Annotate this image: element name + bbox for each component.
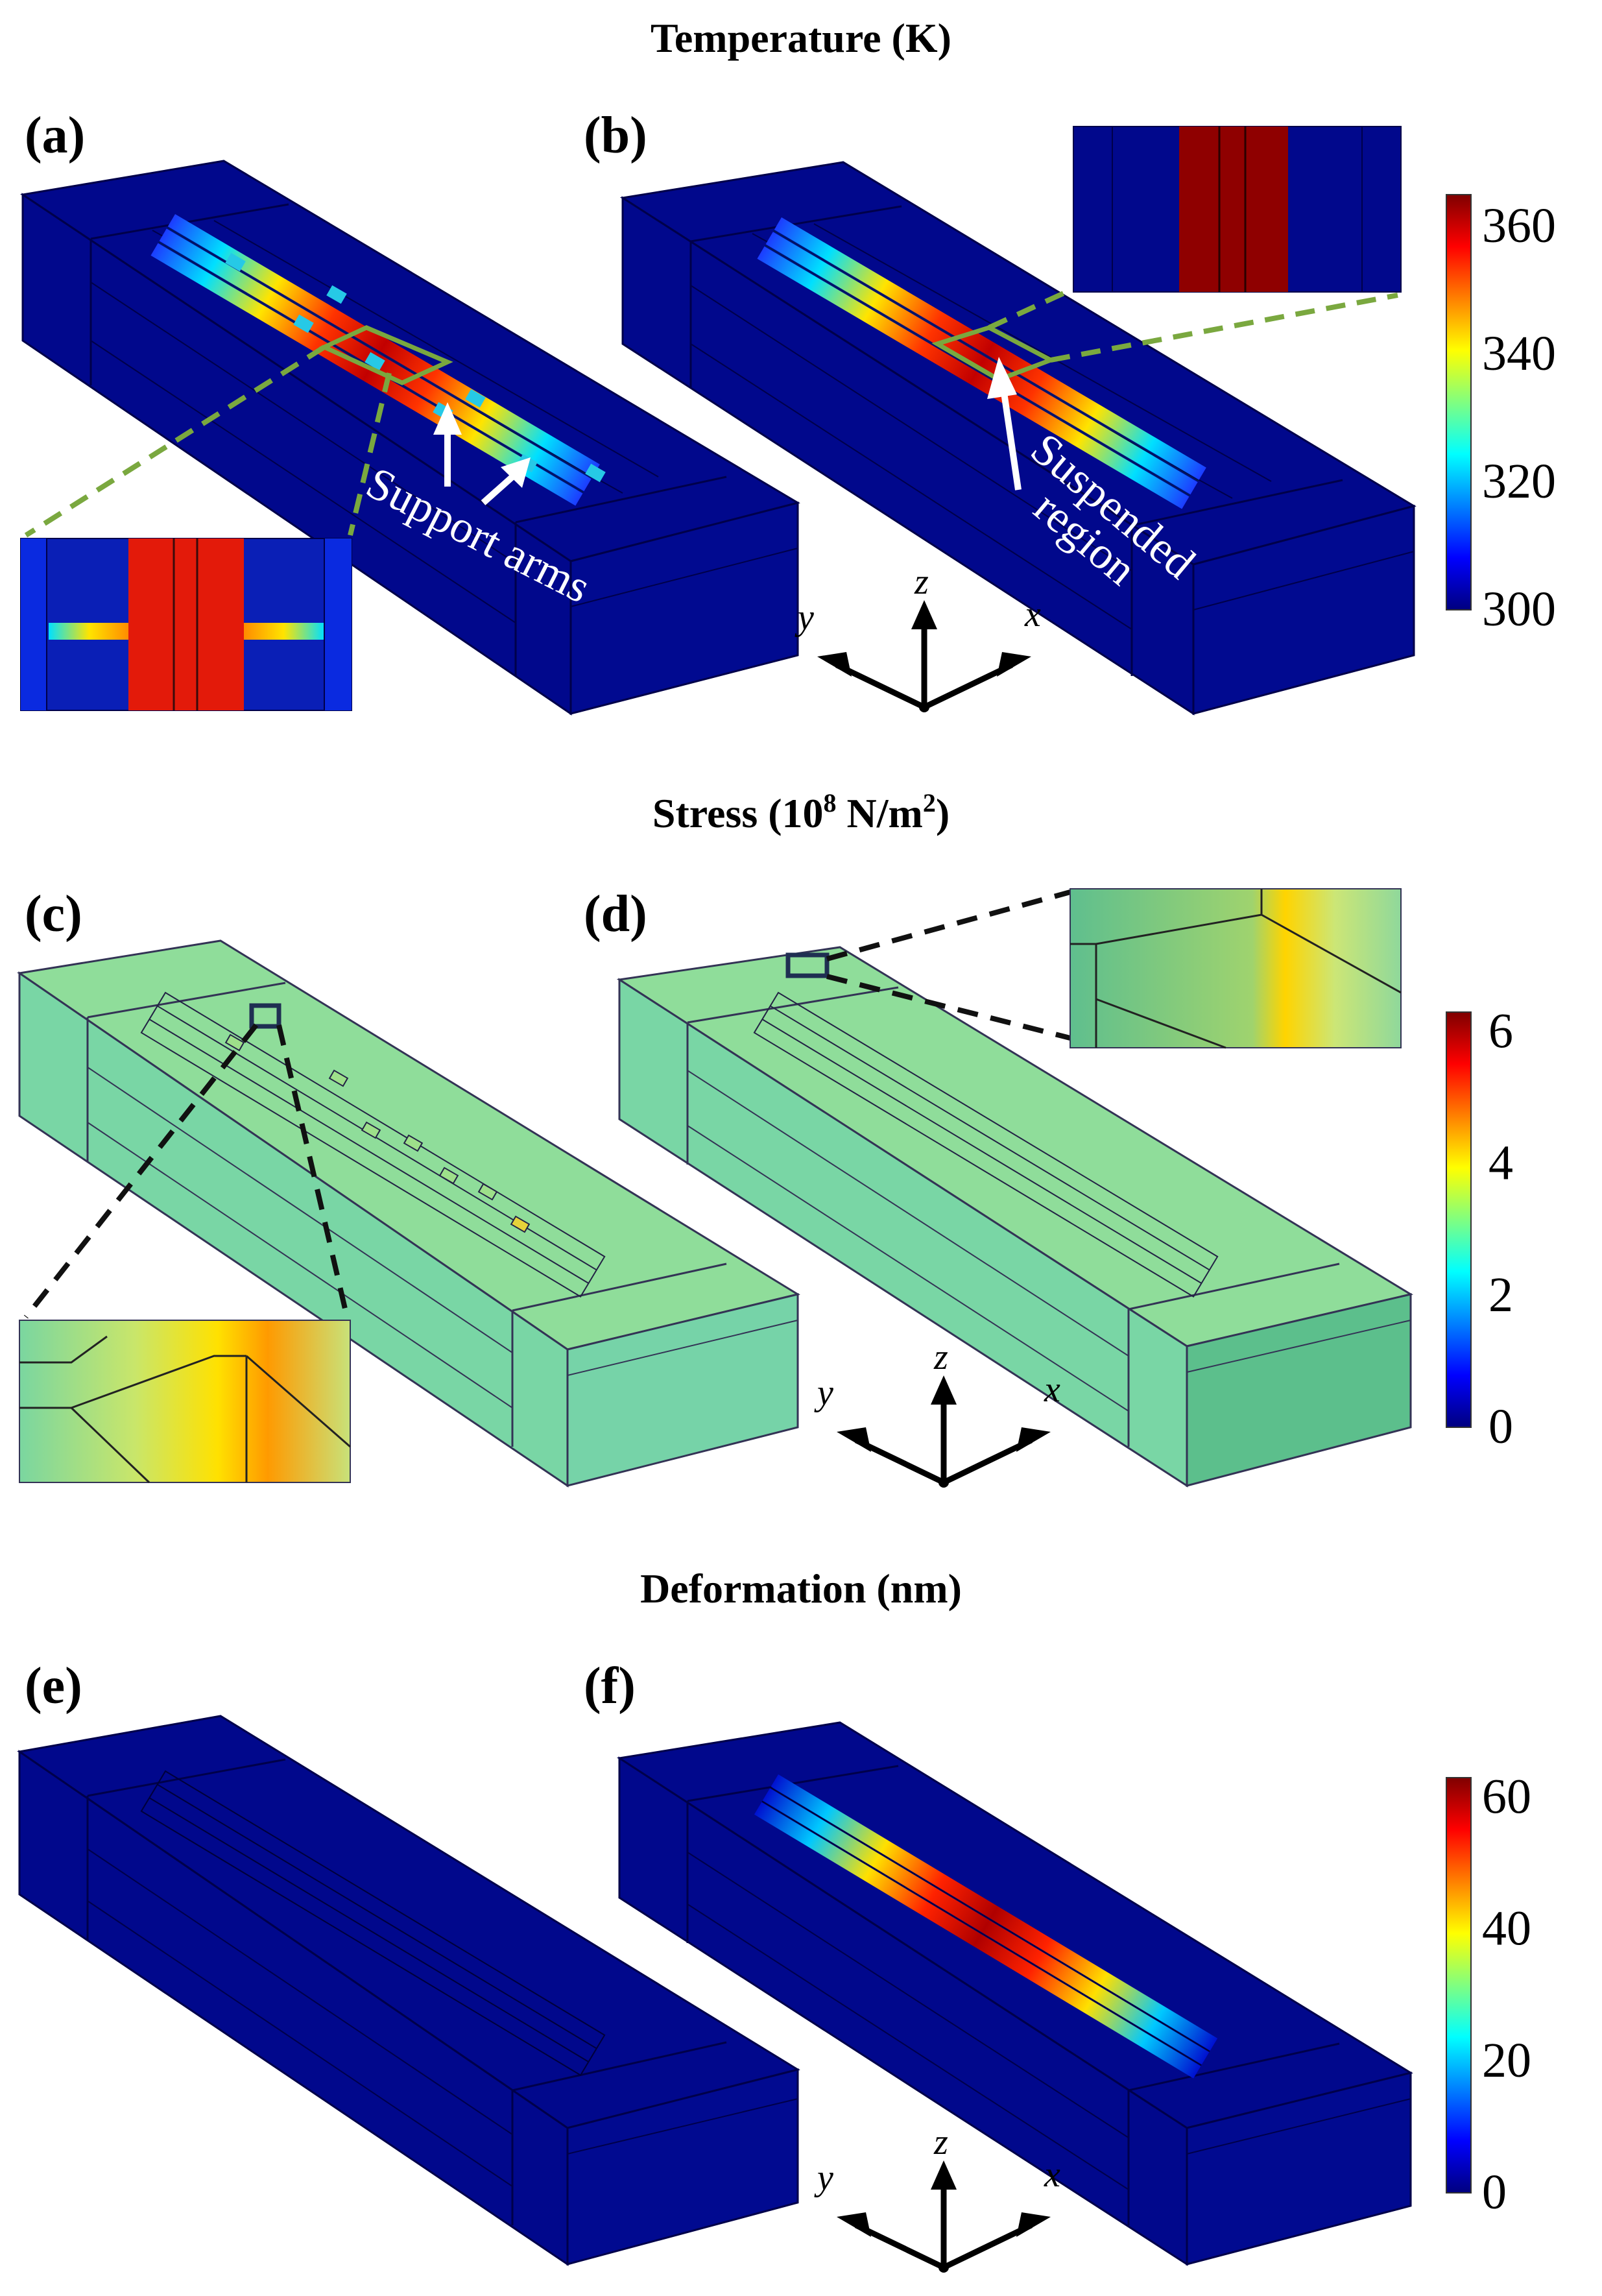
inset-c [19,1320,351,1484]
device-c-side [566,1293,799,1487]
colorbar-stress: 6 4 2 0 [1446,1004,1513,1454]
colorbar-temperature-tick-label: 320 [1482,454,1556,509]
axis-label-y-2: y [814,1373,833,1413]
temperature-title: Temperature (K) [651,15,951,61]
device-a: Support arms [20,160,800,716]
device-f-side [1186,2072,1412,2266]
device-b: Suspended region [619,161,1417,716]
axis-label-x-2: x [1044,1370,1060,1410]
axes-triad-1: y z x [795,562,1041,712]
colorbar-temperature-tick-label: 300 [1482,582,1556,636]
panel-label-e: (e) [25,1658,82,1715]
axis-label-y-3: y [814,2158,833,2198]
colorbar-deformation-ticks: 60 40 20 0 [1482,1769,1531,2219]
beam-f [754,1774,1218,2079]
stress-title-unit: N/m [837,790,923,836]
device-b-side [1192,505,1415,715]
device-e-side [566,2068,799,2266]
axes-triad-2: y z x [814,1337,1060,1488]
colorbar-stress-tick-label: 6 [1488,1004,1513,1058]
device-a-side [569,501,799,715]
inset-marker-a [318,325,453,385]
suspended-arrow [987,357,1022,490]
colorbar-temperature-tick-label: 340 [1482,326,1556,381]
stress-title: Stress (108 N/m2) [652,788,950,836]
stress-title-unit-exp: 2 [923,788,936,817]
inset-a [20,538,352,711]
axis-label-y-1: y [795,598,814,638]
panel-label-c: (c) [25,886,82,943]
axes-triad-3: y z x [814,2122,1060,2273]
axis-label-x-3: x [1044,2155,1060,2195]
panel-label-a: (a) [25,107,85,164]
device-e [17,1715,800,2266]
stress-title-main: Stress (10 [652,790,824,836]
device-d-side [1186,1293,1412,1487]
colorbar-stress-tick-label: 0 [1488,1399,1513,1454]
inset-b [1073,126,1402,293]
colorbar-deformation-tick-label: 0 [1482,2165,1507,2219]
colorbar-deformation: 60 40 20 0 [1446,1769,1531,2219]
beam-d [753,991,1219,1298]
colorbar-deformation-tick-label: 60 [1482,1769,1531,1824]
axis-label-x-1: x [1024,594,1041,634]
colorbar-temperature-ticks: 360 340 320 300 [1482,199,1556,636]
colorbar-deformation-tick-label: 20 [1482,2033,1531,2088]
support-arms-arrows [433,402,531,505]
colorbar-stress-tick-label: 2 [1488,1268,1513,1322]
stress-title-close: ) [936,790,950,836]
device-c [17,939,800,1488]
deformation-title: Deformation (nm) [640,1565,962,1612]
inset-d [1070,888,1402,1049]
beam-b [757,217,1206,509]
support-arms-c [224,1033,531,1233]
support-arms-a [225,252,606,483]
stress-title-exp: 8 [824,788,837,817]
inset-marker-c [249,1003,281,1029]
colorbar-temperature-tick-label: 360 [1482,199,1556,253]
panel-label-d: (d) [584,886,647,943]
colorbar-temperature: 360 340 320 300 [1446,194,1556,636]
device-f [616,1721,1413,2266]
device-d [616,889,1413,1488]
colorbar-deformation-tick-label: 40 [1482,1902,1531,1956]
axis-label-z-2: z [933,1337,948,1377]
colorbar-stress-ticks: 6 4 2 0 [1488,1004,1513,1454]
axis-label-z-1: z [914,562,929,602]
panel-label-b: (b) [584,107,647,164]
inset-marker-d [785,952,830,978]
colorbar-stress-tick-label: 4 [1488,1136,1513,1190]
panel-label-f: (f) [584,1658,636,1715]
beam-e [140,1770,606,2076]
axis-label-z-3: z [933,2122,948,2162]
